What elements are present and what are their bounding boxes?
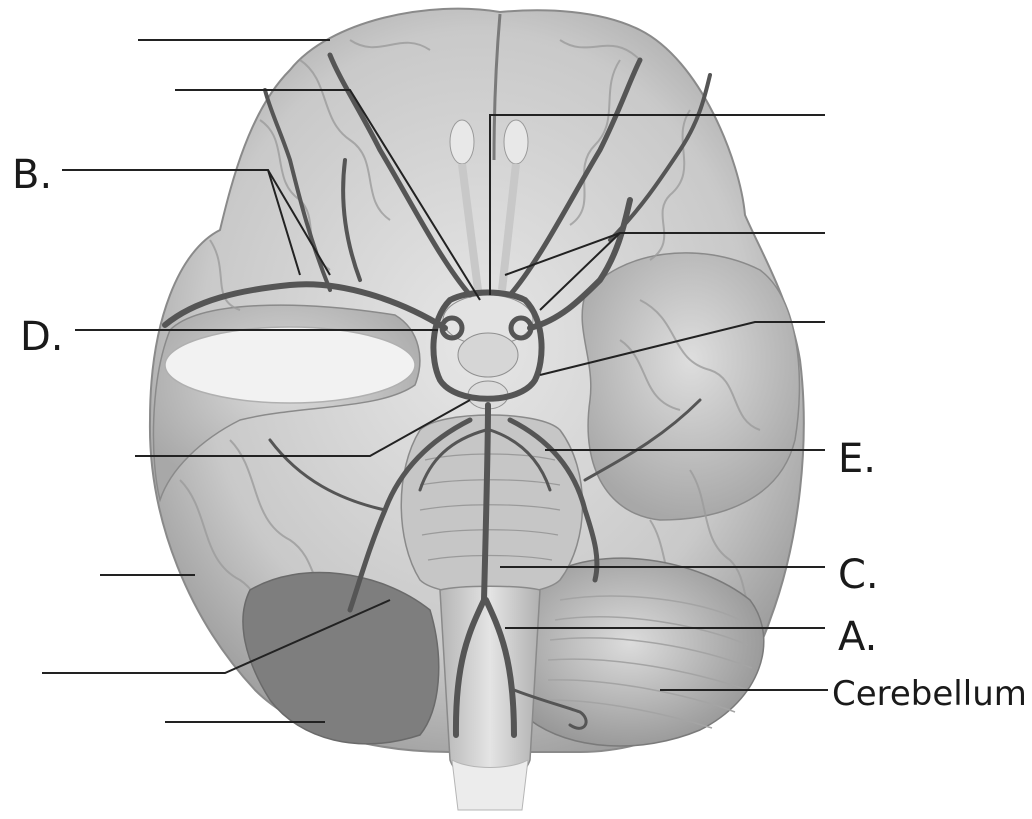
label-d: D. — [20, 314, 64, 360]
label-a: A. — [838, 614, 877, 660]
right-temporal-lobe — [582, 253, 799, 520]
label-c: C. — [838, 552, 879, 598]
label-e: E. — [838, 436, 876, 482]
label-cerebellum: Cerebellum — [832, 674, 1027, 714]
cerebellum-right — [520, 558, 764, 746]
left-temporal-cut — [165, 327, 415, 403]
left-olfactory-bulb — [450, 120, 474, 164]
spinal-cord — [452, 760, 528, 810]
cerebellum-left — [243, 573, 439, 744]
infundibulum — [458, 333, 518, 377]
label-b: B. — [12, 152, 52, 198]
right-olfactory-bulb — [504, 120, 528, 164]
